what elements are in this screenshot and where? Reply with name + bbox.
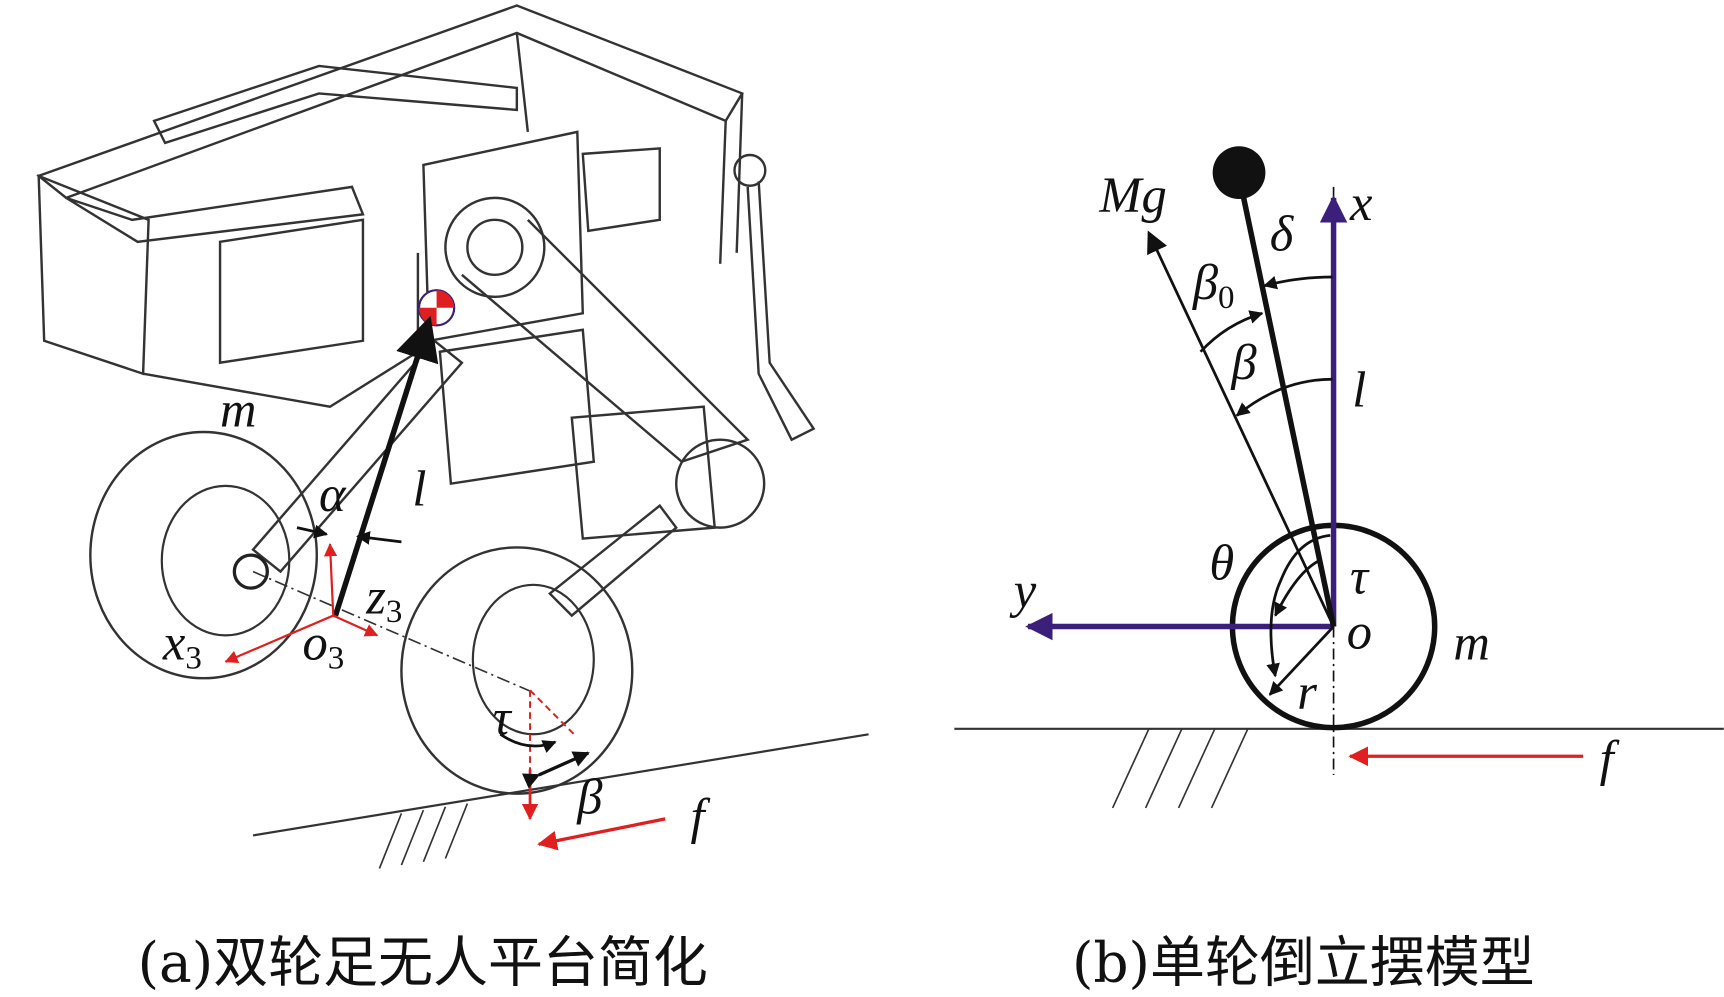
label-m-a: m: [220, 382, 257, 438]
label-tau-a: τ: [493, 689, 513, 745]
label-beta0: β0: [1192, 254, 1235, 316]
beta0-angle-arc: [1199, 310, 1264, 353]
label-tau-b: τ: [1350, 549, 1370, 605]
o3-coordinate-axes: [224, 543, 379, 664]
delta-angle-arc: [1262, 275, 1333, 290]
label-f-a: f: [691, 788, 711, 844]
label-beta-b: β: [1230, 334, 1257, 390]
theta-angle-arc: [1266, 533, 1331, 678]
label-o: o: [1347, 604, 1372, 660]
wheel-contact-angle: [499, 689, 590, 821]
pendulum-mass: [1212, 146, 1266, 199]
label-beta-a: β: [576, 768, 603, 824]
label-theta: θ: [1209, 534, 1234, 590]
friction-force-arrow-a: [537, 817, 666, 851]
mg-force-arrow: [1147, 230, 1335, 628]
ground-hatch: [378, 803, 469, 869]
beta-angle-arc: [1235, 377, 1333, 417]
pendulum-rod: [1236, 175, 1337, 628]
label-x: x: [1349, 175, 1373, 231]
robot-frame: [36, 4, 816, 618]
wheel-axis-line: [252, 570, 534, 694]
leg-length-arrow: [332, 315, 439, 617]
ground-hatch-b: [1111, 728, 1249, 809]
label-l-b: l: [1352, 362, 1366, 418]
label-r: r: [1297, 664, 1317, 720]
label-delta: δ: [1270, 206, 1295, 262]
caption-b: (b)单轮倒立摆模型: [1072, 931, 1535, 995]
panel-b-inverted-pendulum: Mg δ x β0 β l θ τ y o m r f (b)单轮倒立摆模型: [954, 146, 1724, 995]
label-z3: z3: [365, 568, 402, 630]
rear-wheel: [89, 430, 318, 680]
label-m-b: m: [1453, 615, 1490, 671]
label-y: y: [1009, 562, 1037, 618]
label-o3: o3: [302, 615, 344, 677]
label-x3: x3: [162, 615, 202, 677]
panel-a-robot-diagram: m l α z3 x3 o3 τ β f (a)双轮足无人平台简化: [36, 4, 869, 995]
label-alpha: α: [319, 466, 347, 522]
radius-arrow: [1268, 625, 1335, 696]
tau-angle-arc: [1274, 559, 1320, 617]
front-wheel: [400, 546, 634, 795]
ground-slope: [252, 733, 869, 837]
label-l-a: l: [412, 461, 426, 517]
caption-a: (a)双轮足无人平台简化: [138, 931, 708, 995]
alpha-angle-arrows: [296, 524, 402, 545]
label-Mg: Mg: [1098, 167, 1166, 223]
label-f-b: f: [1600, 730, 1620, 786]
center-of-mass-marker: [417, 289, 456, 327]
